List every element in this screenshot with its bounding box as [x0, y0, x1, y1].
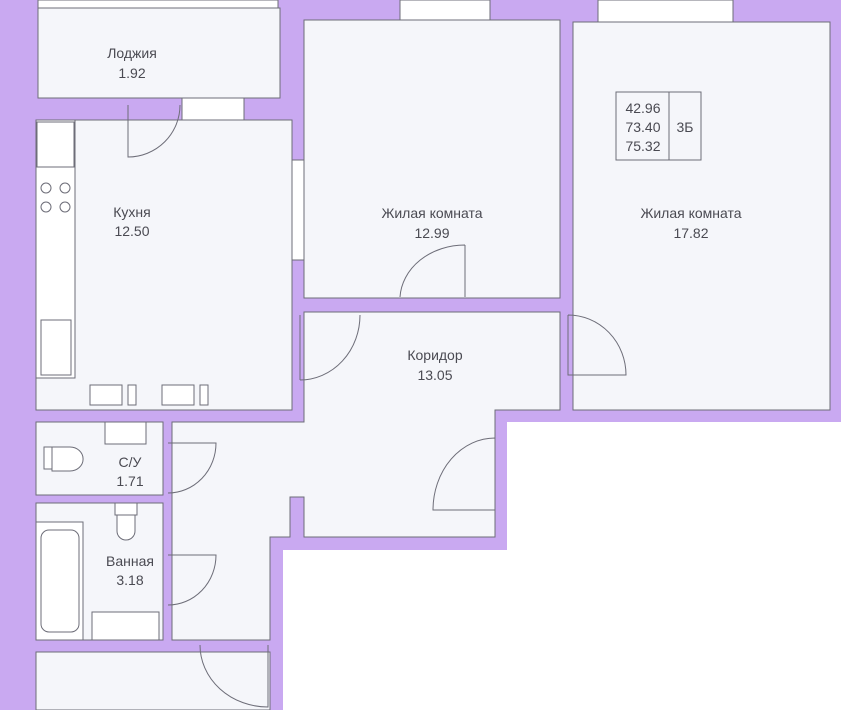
furniture: [127, 384, 137, 406]
room-living-1: [303, 19, 561, 299]
total-area: 73.40: [625, 119, 660, 135]
living-area: 42.96: [625, 100, 660, 116]
room-loggia: [37, 7, 281, 99]
stove-icon: [40, 182, 71, 213]
window: [291, 159, 305, 261]
room-name: Ванная: [106, 553, 154, 569]
room-name: Лоджия: [107, 45, 157, 61]
apartment-type: 3Б: [677, 119, 694, 135]
furniture: [161, 384, 195, 406]
door[interactable]: [399, 244, 466, 298]
room-area: 3.18: [116, 572, 143, 588]
door[interactable]: [432, 437, 496, 511]
room-area: 12.50: [114, 223, 149, 239]
room-name: Кухня: [113, 204, 150, 220]
window: [37, 0, 279, 9]
apartment-info-box: 42.96 73.40 75.32 3Б: [615, 91, 702, 161]
room-area: 1.92: [118, 65, 145, 81]
door[interactable]: [167, 554, 217, 606]
door[interactable]: [199, 644, 269, 708]
room-bottom: [35, 651, 271, 710]
room-corridor: [171, 311, 561, 641]
window: [399, 0, 491, 21]
room-area: 17.82: [673, 225, 708, 241]
wc-sink-icon: [104, 421, 147, 445]
toilet-icon: [43, 446, 84, 472]
room-kitchen: [35, 119, 293, 411]
toilet-icon: [114, 502, 138, 541]
window: [597, 0, 734, 23]
bath-sink-icon: [91, 611, 160, 641]
furniture: [199, 384, 209, 406]
door[interactable]: [127, 104, 181, 158]
furniture: [89, 384, 123, 406]
room-name: Жилая комната: [640, 205, 741, 221]
bathtub-inner: [40, 529, 80, 633]
total-area-with-loggia: 75.32: [625, 138, 660, 154]
sink-icon: [40, 319, 72, 376]
door[interactable]: [567, 314, 627, 376]
room-area: 12.99: [414, 225, 449, 241]
door[interactable]: [167, 442, 217, 494]
room-name: Коридор: [407, 347, 463, 363]
room-living-2: [572, 21, 831, 411]
room-area: 1.71: [116, 473, 143, 489]
room-area: 13.05: [417, 367, 452, 383]
room-name: Жилая комната: [381, 205, 482, 221]
door[interactable]: [299, 314, 361, 381]
room-name: С/У: [119, 454, 142, 470]
window: [181, 97, 245, 121]
fridge: [36, 121, 75, 168]
